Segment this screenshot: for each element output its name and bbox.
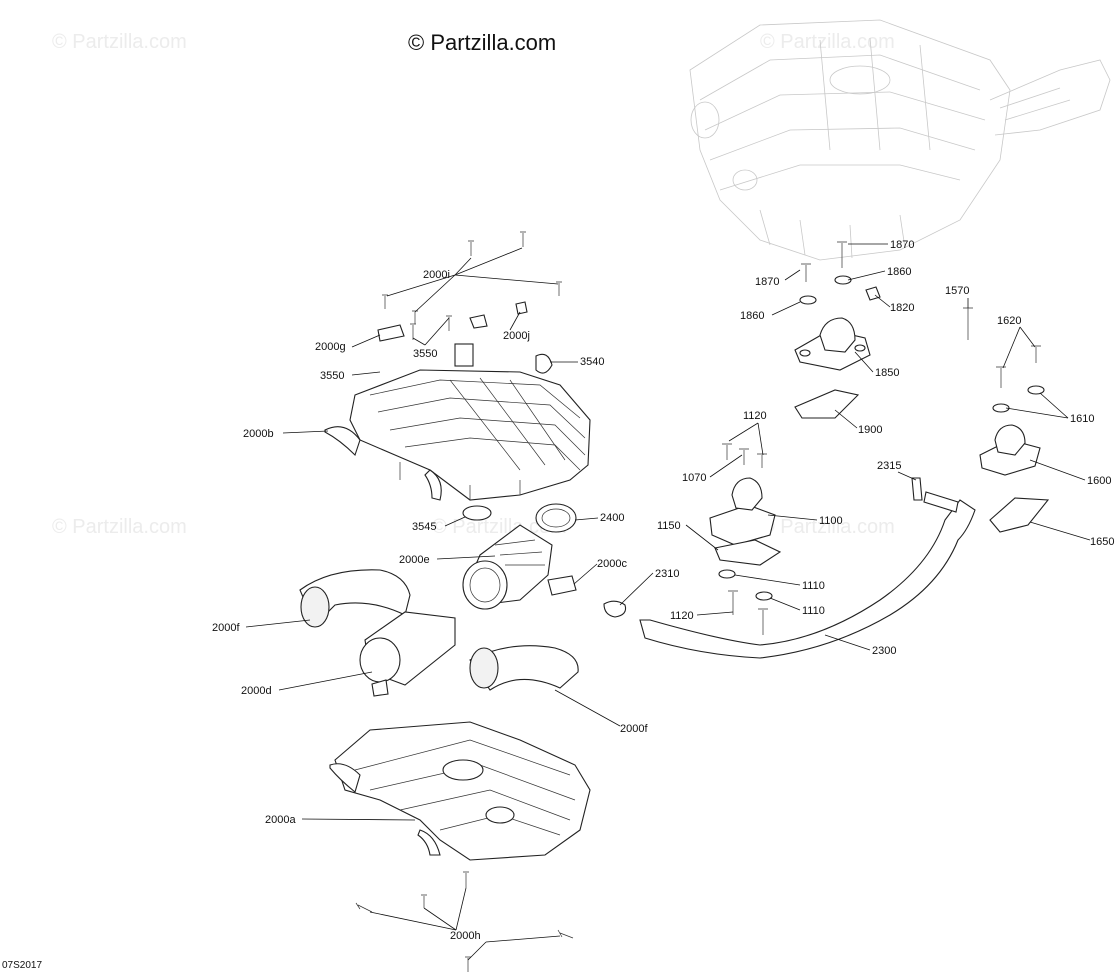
callout-1860-upper: 1860 — [887, 266, 911, 278]
lower-manifold-2000a — [329, 721, 591, 861]
callout-1600: 1600 — [1087, 475, 1111, 487]
callout-1870-lower: 1870 — [755, 276, 779, 288]
watermark-top-left: © Partzilla.com — [52, 31, 187, 53]
watermark-mid-center: © Partzilla.com — [432, 516, 567, 538]
copyright-title: © Partzilla.com — [408, 30, 556, 55]
callout-3550-lower: 3550 — [320, 370, 344, 382]
callout-2310: 2310 — [655, 568, 679, 580]
callout-2000c: 2000c — [597, 558, 627, 570]
fitting-2000c — [547, 575, 627, 618]
callout-2400: 2400 — [600, 512, 624, 524]
plate-1650 — [989, 497, 1050, 533]
washers-1110 — [718, 569, 773, 635]
drawing-code: 07S2017 — [2, 960, 42, 971]
throttle-body-2000e — [462, 524, 553, 610]
callout-2300: 2300 — [872, 645, 896, 657]
callout-1610: 1610 — [1070, 413, 1094, 425]
callout-1120-upper: 1120 — [743, 410, 767, 422]
engine-ghost-illustration — [689, 19, 1111, 261]
upper-manifold-2000b — [324, 343, 591, 501]
bolts-2000h — [355, 871, 574, 972]
callout-3540: 3540 — [580, 356, 604, 368]
callout-1570: 1570 — [945, 285, 969, 297]
watermark-top-right: © Partzilla.com — [760, 31, 895, 53]
callout-1620: 1620 — [997, 315, 1021, 327]
callout-2000j: 2000j — [503, 330, 530, 342]
callout-1820: 1820 — [890, 302, 914, 314]
hose-2300 — [639, 477, 976, 659]
callout-1150: 1150 — [657, 520, 681, 532]
callout-2000h: 2000h — [450, 930, 481, 942]
leader-lines — [245, 243, 1091, 961]
callout-3550-upper: 3550 — [413, 348, 437, 360]
engine-mount-1100 — [709, 443, 776, 546]
plate-1150 — [714, 539, 782, 566]
seal-and-clamp — [462, 503, 577, 533]
callout-1860-lower: 1860 — [740, 310, 764, 322]
callout-2000e: 2000e — [399, 554, 430, 566]
callout-2000f-left: 2000f — [212, 622, 240, 634]
callout-1650: 1650 — [1090, 536, 1114, 548]
callout-1870-upper: 1870 — [890, 239, 914, 251]
callout-1110-upper: 1110 — [802, 580, 825, 592]
callout-2000f-right: 2000f — [620, 723, 648, 735]
bolts-1870 — [799, 241, 881, 305]
callout-1120-lower: 1120 — [670, 610, 694, 622]
engine-mount-1850 — [794, 317, 871, 371]
callout-2000b: 2000b — [243, 428, 274, 440]
engine-mount-1600 — [979, 424, 1041, 476]
callout-3545: 3545 — [412, 521, 436, 533]
callout-2000i: 2000i — [423, 269, 450, 281]
callout-2000d: 2000d — [241, 685, 272, 697]
callout-1850: 1850 — [875, 367, 899, 379]
callout-1900: 1900 — [858, 424, 882, 436]
watermark-mid-left: © Partzilla.com — [52, 516, 187, 538]
plate-1900 — [794, 389, 860, 419]
duct-2000f-left — [299, 569, 411, 628]
callout-2000a: 2000a — [265, 814, 296, 826]
callout-1100: 1100 — [819, 515, 843, 527]
callout-2000g: 2000g — [315, 341, 346, 353]
watermark-mid-right: © Partzilla.com — [760, 516, 895, 538]
callout-labels: 2000i 2000j 2000g 3550 3550 3540 2000b 3… — [212, 239, 1114, 942]
duct-2000f-right — [469, 645, 579, 691]
callout-2315: 2315 — [877, 460, 901, 472]
callout-1110-lower: 1110 — [802, 605, 825, 617]
callout-1070: 1070 — [682, 472, 706, 484]
screws-2000i — [377, 231, 562, 342]
duct-2000d — [359, 611, 456, 697]
bolts-1570-1620 — [963, 307, 1045, 413]
